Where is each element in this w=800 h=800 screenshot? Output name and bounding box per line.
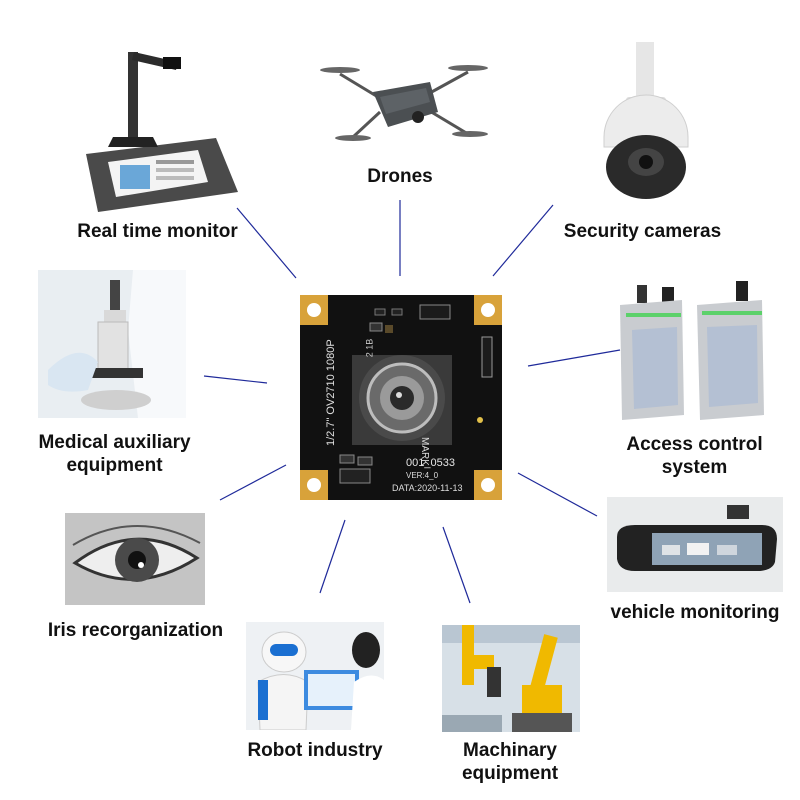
label-access-control-line2: system xyxy=(661,457,728,478)
medical-image xyxy=(38,270,186,418)
robot-image xyxy=(246,622,384,730)
label-machinary-line2: equipment xyxy=(461,763,559,784)
label-machinary: Machinary equipment xyxy=(430,739,590,785)
label-medical: Medical auxiliary equipment xyxy=(22,431,207,477)
line-medical xyxy=(203,375,268,384)
label-vehicle-monitoring: vehicle monitoring xyxy=(610,602,780,623)
line-iris xyxy=(219,464,287,501)
line-robot xyxy=(319,519,346,594)
real-time-monitor-image xyxy=(68,42,243,212)
access-control-image xyxy=(612,275,777,425)
board-id-text: 001_0533 xyxy=(406,457,455,469)
label-access-control: Access control system xyxy=(612,433,777,479)
label-iris: Iris recorganization xyxy=(47,620,224,641)
label-drones: Drones xyxy=(367,166,433,187)
line-access-control xyxy=(527,349,621,367)
label-robot: Robot industry xyxy=(247,740,383,761)
camera-module-board: 1/2.7" OV2710 1080P MARK 2 1B 001_0533 V… xyxy=(300,295,502,500)
machinary-image xyxy=(442,625,580,732)
label-machinary-line1: Machinary xyxy=(463,740,557,761)
line-security-cameras xyxy=(492,204,554,277)
line-vehicle xyxy=(517,472,598,517)
board-date-text: DATA:2020-11-13 xyxy=(392,483,463,493)
board-ver-text: VER:4_0 xyxy=(406,471,439,480)
line-real-time-monitor xyxy=(236,207,297,279)
label-real-time-monitor: Real time monitor xyxy=(77,221,238,242)
security-camera-image xyxy=(596,42,696,200)
vehicle-monitoring-image xyxy=(607,497,783,592)
module-model-text: 1/2.7" OV2710 1080P xyxy=(325,339,337,446)
label-access-control-line1: Access control xyxy=(626,434,763,455)
small-silk-text: 2 1B xyxy=(364,338,375,358)
label-medical-line2: equipment xyxy=(66,455,163,476)
drone-image xyxy=(318,42,488,157)
label-security-cameras: Security cameras xyxy=(563,221,722,242)
iris-image xyxy=(65,513,205,605)
line-machinary xyxy=(442,526,471,604)
label-medical-line1: Medical auxiliary xyxy=(38,432,191,453)
